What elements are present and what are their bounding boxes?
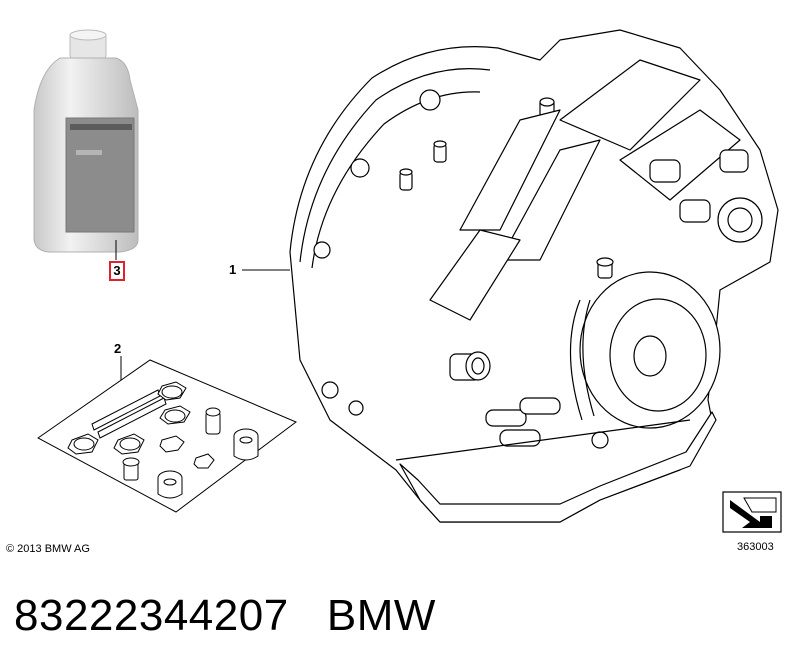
callout-3: 3 (109, 261, 125, 281)
part-number: 83222344207 (14, 591, 289, 640)
caption: 83222344207 BMW (14, 590, 436, 642)
transmission-assembly (289, 29, 779, 523)
copyright-notice: © 2013 BMW AG (6, 543, 90, 555)
oil-bottle (33, 29, 139, 253)
brand: BMW (326, 591, 436, 640)
view-direction-icon (722, 491, 782, 533)
callout-2: 2 (114, 341, 122, 356)
callout-1: 1 (229, 262, 237, 277)
diagram-number: 363003 (737, 541, 774, 553)
small-parts-kit (37, 356, 297, 513)
